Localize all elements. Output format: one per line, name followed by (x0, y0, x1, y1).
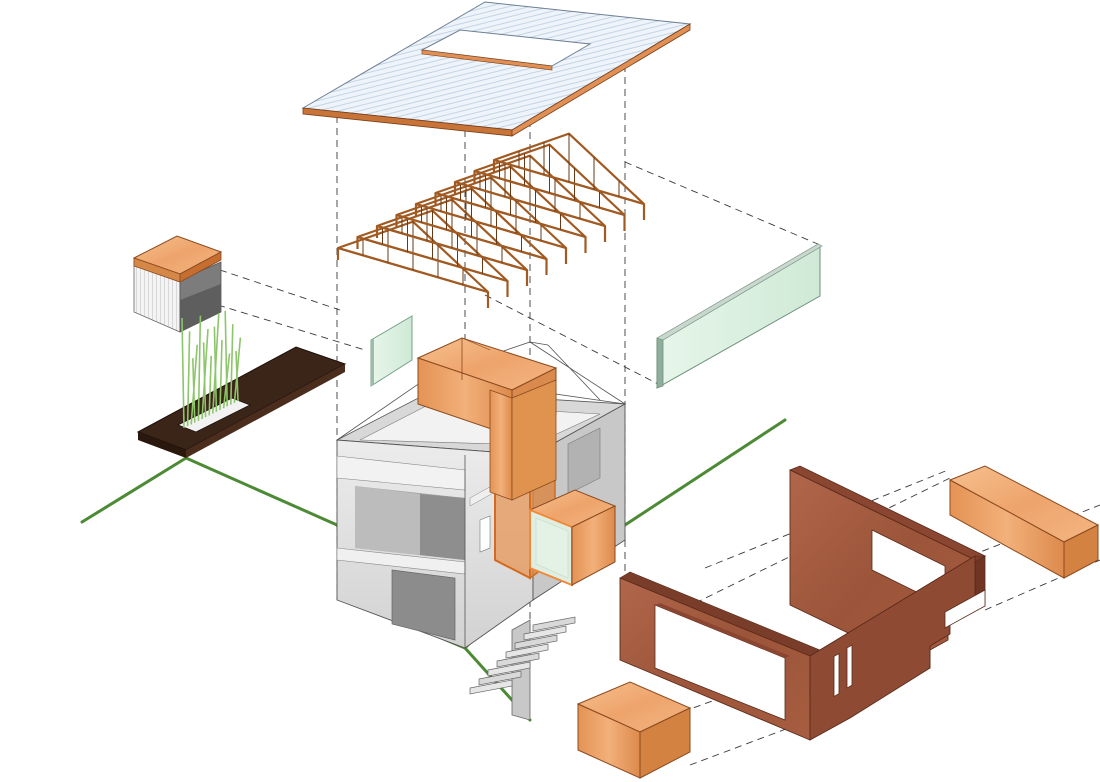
reed-stem (230, 324, 234, 405)
stair-step (487, 661, 531, 677)
stair-step (469, 679, 513, 695)
reed-stem (192, 358, 196, 423)
glass-panel-small (370, 315, 413, 387)
reed-stem (197, 315, 202, 421)
reed-stem (202, 342, 207, 418)
deck-with-reeds (136, 310, 347, 458)
garage-opening (391, 569, 456, 641)
timber-cube-left (132, 235, 223, 333)
truss (473, 143, 626, 231)
reed-stem (235, 350, 239, 402)
reed-stem (224, 310, 228, 407)
roof-trusses (336, 132, 646, 308)
reed-stem (219, 339, 223, 411)
reed-stem (186, 331, 191, 427)
reed-stem (213, 326, 218, 412)
timber-volumes (416, 337, 617, 587)
reed-stem (181, 317, 185, 429)
timber-bench-bottom (576, 681, 692, 779)
reeds (181, 310, 242, 429)
corten-wall-u (619, 555, 987, 741)
stair (469, 616, 576, 721)
roof-panel (301, 1, 692, 137)
stair-step (514, 634, 558, 650)
truss (453, 154, 607, 242)
truss (414, 176, 568, 264)
deck-planter-opening (177, 397, 251, 433)
reed-stem (208, 355, 212, 416)
stair-step (523, 625, 567, 641)
timber-bench-right (948, 465, 1100, 579)
truss (492, 132, 646, 220)
stair-step (532, 616, 576, 632)
glass-wall-large (656, 243, 823, 389)
stair-step (496, 652, 540, 668)
stair-step (505, 643, 549, 659)
stair-step (478, 670, 522, 686)
